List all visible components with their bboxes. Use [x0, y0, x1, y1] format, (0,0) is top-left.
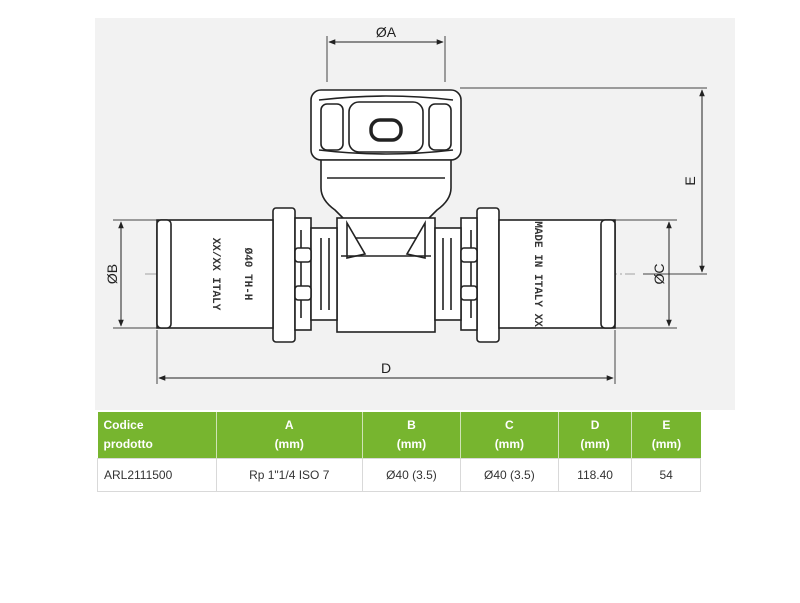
- tee-fitting-diagram: ØA E ØB ØC D: [104, 24, 707, 384]
- dimension-c: ØC: [615, 219, 677, 329]
- label-d: D: [381, 360, 391, 376]
- label-e: E: [682, 176, 698, 185]
- label-c: ØC: [651, 264, 667, 285]
- dimension-a: ØA: [326, 24, 446, 82]
- label-b: ØB: [104, 264, 120, 284]
- table-row: ARL2111500 Rp 1"1/4 ISO 7 Ø40 (3.5) Ø40 …: [97, 458, 701, 492]
- header-codice: Codice prodotto: [97, 412, 217, 459]
- header-e: E (mm): [631, 412, 701, 459]
- cell-e: 54: [631, 458, 701, 492]
- dimension-b: ØB: [104, 219, 157, 329]
- dimension-d: D: [156, 330, 616, 384]
- header-a: A (mm): [216, 412, 363, 459]
- cell-codice: ARL2111500: [97, 458, 217, 492]
- header-d: D (mm): [558, 412, 633, 459]
- header-b: B (mm): [362, 412, 461, 459]
- table-header-row: Codice prodotto A (mm) B (mm) C (mm) D (…: [97, 412, 701, 459]
- marking-right: MADE IN ITALY XX: [531, 221, 543, 327]
- marking-center: Ø40 TH-H: [241, 248, 253, 301]
- spec-table: Codice prodotto A (mm) B (mm) C (mm) D (…: [97, 412, 701, 492]
- label-a: ØA: [376, 24, 397, 40]
- cell-d: 118.40: [557, 458, 633, 492]
- dimension-e: E: [460, 87, 707, 275]
- marking-left: XX/XX ITALY: [209, 238, 221, 311]
- cell-c: Ø40 (3.5): [459, 458, 559, 492]
- cell-a: Rp 1"1/4 ISO 7: [215, 458, 363, 492]
- tee-fitting: [156, 89, 616, 343]
- technical-drawing: ØA E ØB ØC D: [95, 18, 735, 410]
- header-c: C (mm): [460, 412, 559, 459]
- cell-b: Ø40 (3.5): [361, 458, 461, 492]
